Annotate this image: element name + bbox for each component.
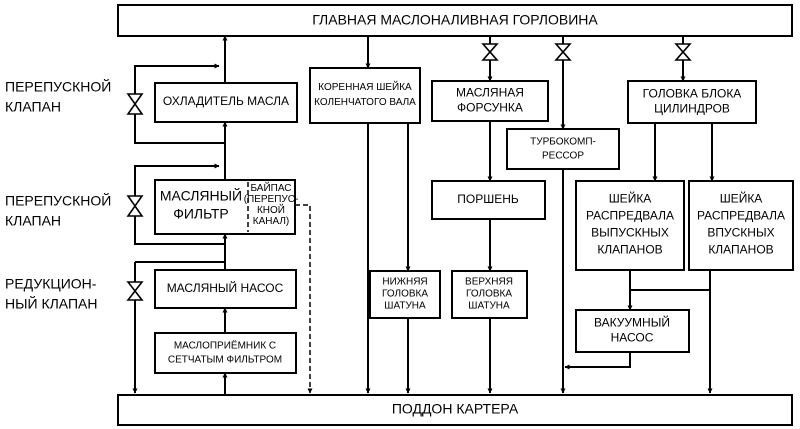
intake-camshaft-journal-label-line: ВПУСКНЫХ — [707, 226, 774, 240]
turbocharger-label-line: РЕССОР — [542, 151, 584, 162]
turbocharger-label-line: ТУРБОКОМП- — [530, 137, 596, 148]
bypass-valve-1-label: ПЕРЕПУСКНОЙ КЛАПАН — [5, 78, 111, 115]
bypass-valve-1-icon — [126, 93, 144, 115]
oil-intake-label-line: МАСЛОПРИЁМНИК С — [174, 340, 276, 352]
oil-filter-label-line: ФИЛЬТР — [173, 206, 229, 222]
bypass-valve-2-label-line: ПЕРЕПУСКНОЙ — [5, 192, 111, 209]
oil-sump: ПОДДОН КАРТЕРА — [117, 394, 793, 426]
vacuum-pump-label-line: ВАКУУМНЫЙ — [594, 315, 670, 330]
footer-title: ПОДДОН КАРТЕРА — [392, 401, 519, 417]
oil-pump-box: МАСЛЯНЫЙ НАСОС — [154, 269, 297, 309]
crankshaft-main-journal-label-line: КОЛЕНЧАТОГО ВАЛА — [314, 97, 416, 108]
reducing-valve-label: РЕДУКЦИОН- НЫЙ КЛАПАН — [5, 276, 98, 312]
intake-camshaft-journal-label-line: КЛАПАНОВ — [708, 243, 773, 257]
cylinder-head-label-line: ЦИЛИНДРОВ — [654, 102, 730, 116]
exhaust-camshaft-journal-label-line: РАСПРЕДВАЛА — [586, 209, 674, 223]
nozzle-valve-icon — [481, 43, 499, 61]
intake-camshaft-journal-label-line: ШЕЙКА — [720, 191, 763, 206]
flow-vacuum-to-sump — [564, 352, 631, 370]
conrod-small-end-label-line: ГОЛОВКА — [466, 289, 512, 300]
crankshaft-main-journal-box: КОРЕННАЯ ШЕЙКА КОЛЕНЧАТОГО ВАЛА — [309, 67, 421, 124]
valves — [126, 43, 692, 301]
filter-bypass-label-line: КНОЙ — [257, 203, 285, 216]
bypass-valve-2-icon — [126, 195, 144, 217]
turbocharger-box: ТУРБОКОМП- РЕССОР — [506, 128, 620, 170]
cylinder-head-label-line: ГОЛОВКА БЛОКА — [643, 87, 742, 101]
oil-cooler-box: ОХЛАДИТЕЛЬ МАСЛА — [154, 82, 298, 123]
intake-camshaft-journal-label-line: РАСПРЕДВАЛА — [697, 209, 785, 223]
oil-intake-label-line: СЕТЧАТЫМ ФИЛЬТРОМ — [168, 355, 282, 366]
filter-bypass-label-line: БАЙПАС — [250, 181, 291, 194]
oil-nozzle-label-line: МАСЛЯНАЯ — [456, 86, 524, 100]
filter-bypass-channel — [295, 204, 313, 394]
conrod-big-end-label-line: НИЖНЯЯ — [382, 277, 427, 288]
bypass-valve-1-label-line: КЛАПАН — [5, 99, 61, 115]
bypass-valve-1-label-line: ПЕРЕПУСКНОЙ — [5, 78, 111, 95]
oil-pump-label-line: МАСЛЯНЫЙ НАСОС — [167, 280, 284, 295]
reducing-valve-label-line: НЫЙ КЛАПАН — [5, 295, 98, 312]
exhaust-camshaft-journal-box: ШЕЙКА РАСПРЕДВАЛА ВЫПУСКНЫХ КЛАПАНОВ — [575, 180, 685, 271]
conrod-big-end-label-line: ШАТУНА — [384, 301, 426, 312]
bypass-valve-2-label: ПЕРЕПУСКНОЙ КЛАПАН — [5, 192, 111, 229]
reducing-valve-icon — [126, 281, 144, 301]
intake-camshaft-journal-box: ШЕЙКА РАСПРЕДВАЛА ВПУСКНЫХ КЛАПАНОВ — [688, 180, 794, 271]
filter-bypass-label-line: (ПЕРЕПУС- — [244, 194, 299, 205]
main-oil-filler-neck: ГЛАВНАЯ МАСЛОНАЛИВНАЯ ГОРЛОВИНА — [117, 4, 793, 37]
conrod-small-end-label-line: ШАТУНА — [468, 301, 510, 312]
piston-label-line: ПОРШЕНЬ — [457, 192, 519, 206]
turbo-valve-icon — [554, 43, 572, 61]
head-valve-icon — [674, 43, 692, 61]
reducing-valve-label-line: РЕДУКЦИОН- — [5, 276, 97, 292]
oil-cooler-label-line: ОХЛАДИТЕЛЬ МАСЛА — [163, 94, 289, 108]
crankshaft-main-journal-label-line: КОРЕННАЯ ШЕЙКА — [318, 80, 412, 93]
vacuum-pump-label-line: НАСОС — [611, 331, 654, 345]
exhaust-camshaft-journal-label-line: ШЕЙКА — [609, 191, 652, 206]
bypass-valve-2-label-line: КЛАПАН — [5, 213, 61, 229]
oil-filter-label-line: МАСЛЯНЫЙ — [160, 187, 242, 204]
exhaust-camshaft-journal-label-line: ВЫПУСКНЫХ — [591, 226, 669, 240]
header-title: ГЛАВНАЯ МАСЛОНАЛИВНАЯ ГОРЛОВИНА — [312, 12, 598, 28]
oil-nozzle-label-line: ФОРСУНКА — [457, 101, 523, 115]
oil-intake-box: МАСЛОПРИЁМНИК С СЕТЧАТЫМ ФИЛЬТРОМ — [154, 332, 297, 374]
conrod-big-end-label-line: ГОЛОВКА — [382, 289, 428, 300]
filter-bypass-label-line: КАНАЛ) — [253, 216, 290, 227]
exhaust-camshaft-journal-label-line: КЛАПАНОВ — [597, 243, 662, 257]
piston-box: ПОРШЕНЬ — [431, 180, 546, 220]
conrod-small-end-label-line: ВЕРХНЯЯ — [465, 277, 513, 288]
